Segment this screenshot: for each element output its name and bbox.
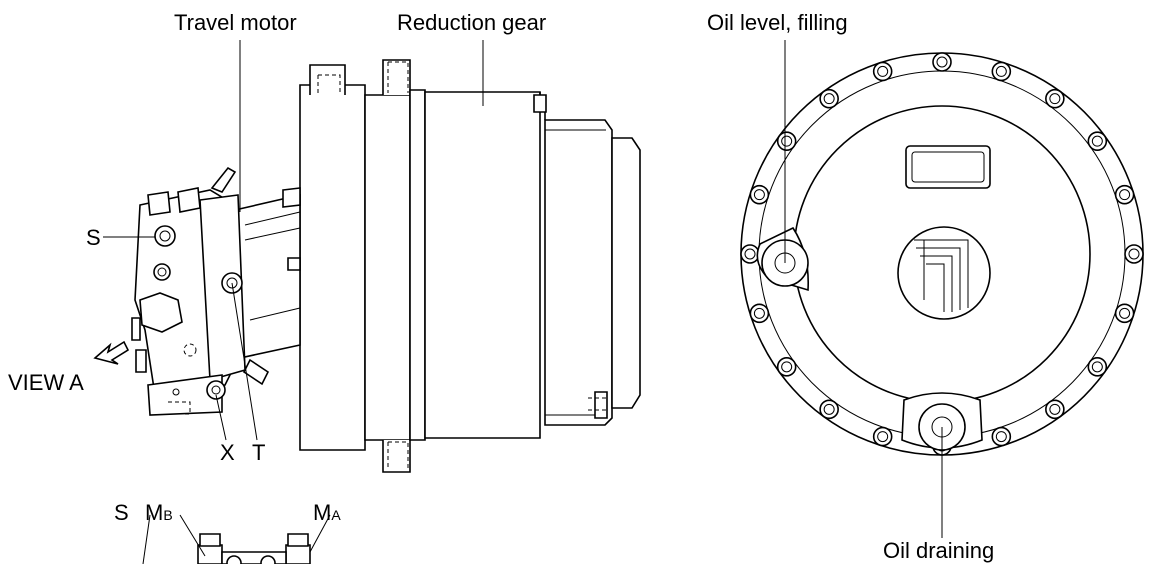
bolt-hole — [872, 426, 893, 447]
bolt-hole — [776, 131, 797, 151]
bolt-hole-inner — [877, 431, 889, 443]
bolt-hole-inner — [1049, 93, 1061, 105]
bolt-hole — [872, 61, 893, 82]
bolt-hole — [1045, 88, 1065, 109]
oil-level-filling-label: Oil level, filling — [707, 10, 848, 35]
bolt-hole-inner — [753, 307, 765, 319]
view-a-label: VIEW A — [8, 370, 84, 395]
bolt-hole-inner — [744, 248, 756, 260]
bolt-hole-inner — [781, 361, 793, 373]
bolt-hole-inner — [995, 65, 1007, 77]
manufacturer-logo — [897, 226, 991, 320]
reduction-gear-side-view — [299, 40, 641, 473]
port-t-label: T — [252, 440, 265, 465]
bolt-hole — [1114, 184, 1135, 205]
port-s-bottom-label: S — [114, 500, 129, 525]
bolt-hole-inner — [1119, 189, 1131, 201]
oil-draining-label: Oil draining — [883, 538, 994, 563]
bolt-hole-inner — [995, 431, 1007, 443]
bolt-hole-inner — [823, 93, 835, 105]
bolt-hole — [1087, 131, 1108, 151]
travel-motor-side-view — [93, 40, 301, 441]
bolt-hole — [819, 88, 839, 109]
bolt-hole — [749, 184, 770, 205]
bolt-hole-inner — [823, 403, 835, 415]
bolt-hole — [1114, 303, 1135, 324]
name-plate — [905, 145, 991, 189]
bolt-hole — [1087, 357, 1108, 377]
port-x-label: X — [220, 440, 235, 465]
bolt-hole-inner — [1091, 361, 1103, 373]
bolt-hole — [1124, 244, 1144, 264]
bolt-hole — [932, 52, 952, 72]
bolt-hole — [776, 357, 797, 377]
bottom-partial-view — [142, 514, 331, 564]
bolt-hole-inner — [1049, 403, 1061, 415]
bolt-hole — [749, 303, 770, 324]
bolt-hole-inner — [753, 189, 765, 201]
bolt-hole — [740, 244, 760, 264]
port-ma-label: MA — [313, 500, 341, 525]
bolt-hole — [1045, 399, 1065, 420]
bolt-hole — [991, 61, 1012, 82]
reduction-gear-front-view — [740, 40, 1144, 538]
bolt-hole-inner — [1119, 307, 1131, 319]
bolt-hole-inner — [1091, 135, 1103, 147]
bolt-hole — [991, 426, 1012, 447]
travel-motor-label: Travel motor — [174, 10, 297, 35]
bolt-hole-inner — [781, 135, 793, 147]
port-mb-label: MB — [145, 500, 173, 525]
bolt-hole — [819, 399, 839, 420]
reduction-gear-label: Reduction gear — [397, 10, 546, 35]
bolt-hole-inner — [1128, 248, 1140, 260]
bolt-hole-inner — [936, 56, 948, 68]
port-s-label: S — [86, 225, 101, 250]
bolt-hole-inner — [877, 65, 889, 77]
